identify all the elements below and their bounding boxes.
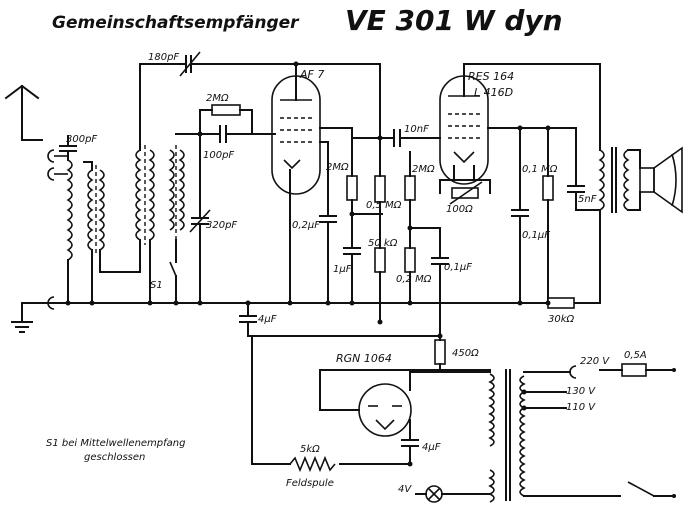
label-c-320pf: 320pF: [206, 220, 237, 231]
label-c-180pf: 180pF: [148, 52, 179, 63]
note-line2: geschlossen: [84, 452, 145, 463]
label-feldspule: Feldspule: [286, 478, 334, 489]
label-c-10nf: 10nF: [404, 124, 429, 135]
switch-s1: [169, 239, 177, 304]
label-c-02uf: 0,2µF: [292, 220, 320, 231]
antenna-symbol: [4, 84, 43, 141]
label-c-5nf: 5nF: [578, 194, 597, 205]
coupling-network: [351, 127, 441, 323]
label-switch-s1: S1: [150, 280, 163, 291]
label-v-110: 110 V: [566, 402, 596, 413]
label-r-50k: 50 kΩ: [368, 238, 398, 249]
mains-taps: [523, 363, 676, 498]
label-r-450: 450Ω: [452, 348, 479, 359]
power-transformer: [488, 369, 526, 503]
label-v-130: 130 V: [566, 386, 596, 397]
label-r-02m: 0,2 MΩ: [396, 274, 432, 285]
antenna-sockets: [47, 149, 68, 181]
ground-symbol: [11, 296, 55, 333]
label-v-220: 220 V: [580, 356, 610, 367]
resistor-30k: [547, 297, 575, 309]
label-r-100: 100Ω: [446, 204, 473, 215]
grid-leak-2m-100pf: [175, 104, 276, 143]
label-c-100pf: 100pF: [203, 150, 234, 161]
bias-network: [404, 151, 449, 341]
output-transformer: [598, 147, 641, 304]
label-c-01uf-a: 0,1µF: [444, 262, 472, 273]
feedback-line-180pf: [139, 51, 381, 151]
junction-dots: [65, 61, 551, 467]
output-network: [487, 127, 601, 304]
label-r-2m-a: 2MΩ: [326, 162, 349, 173]
label-r-2m-grid: 2MΩ: [206, 93, 229, 104]
label-fuse: 0,5A: [624, 350, 647, 361]
label-r-05m: 0,5 MΩ: [366, 200, 402, 211]
title-model: VE 301 W dyn: [345, 4, 563, 37]
tube-res164: [439, 63, 601, 185]
antenna-coil: [66, 159, 73, 304]
label-c-01uf-b: 0,1µF: [522, 230, 550, 241]
rectifier-rgn1064: [319, 369, 491, 437]
power-supply-wiring: [239, 302, 491, 473]
label-r-2m-b: 2MΩ: [412, 164, 435, 175]
label-c-300pf: 300pF: [66, 134, 97, 145]
label-c-4uf-b: 4µF: [422, 442, 441, 453]
label-r-01m: 0,1 MΩ: [522, 164, 558, 175]
dial-lamp-icon: [415, 485, 491, 503]
filament-pot-100: [439, 165, 491, 205]
label-tube-res164: RES 164: [468, 70, 514, 83]
tuning-capacitor-320pf: [189, 133, 211, 304]
label-r-30k: 30kΩ: [548, 314, 575, 325]
speaker-icon: [639, 146, 683, 214]
label-r-5k: 5kΩ: [300, 444, 320, 455]
label-tube-rgn1064: RGN 1064: [336, 352, 392, 365]
rf-coils: [83, 145, 185, 304]
label-v-4: 4V: [398, 484, 412, 495]
note-line1: S1 bei Mittelwellenempfang: [46, 438, 185, 449]
label-tube-af7: AF 7: [299, 68, 324, 81]
tube-af7: [271, 63, 321, 304]
label-c-1uf: 1µF: [333, 264, 352, 275]
capacitor-300pf: [59, 135, 77, 161]
label-tube-l416d: L 416D: [474, 86, 513, 99]
title-main: Gemeinschaftsempfänger: [52, 13, 300, 33]
label-c-4uf-a: 4µF: [258, 314, 277, 325]
